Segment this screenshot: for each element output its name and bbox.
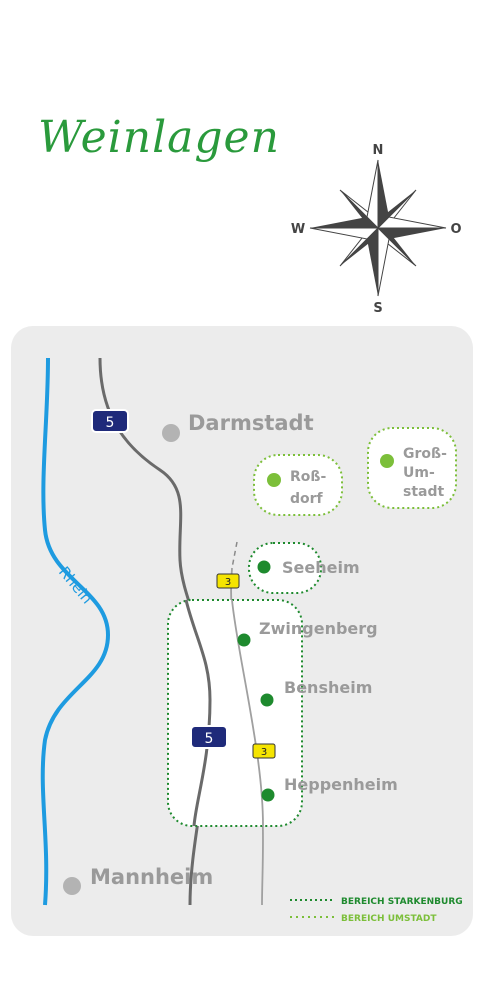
rossdorf-marker — [267, 473, 281, 487]
rossdorf-label-1: Roß- — [290, 469, 326, 485]
bensheim-label: Bensheim — [284, 678, 372, 697]
zwingenberg-marker — [237, 633, 251, 647]
seeheim-label: Seeheim — [282, 558, 360, 577]
zwingenberg-label: Zwingenberg — [259, 619, 378, 638]
motorway-number: 5 — [106, 415, 115, 431]
darmstadt-label: Darmstadt — [188, 411, 314, 435]
motorway-number: 5 — [205, 731, 214, 747]
compass-icon — [309, 159, 447, 297]
compass-north-label: N — [373, 143, 384, 158]
mannheim-label: Mannheim — [90, 865, 213, 889]
gross-umstadt-label-2: Um- — [403, 465, 435, 481]
seeheim-marker — [257, 560, 271, 574]
motorway-shield: 5 — [190, 725, 228, 749]
road-b3-dashed — [231, 541, 238, 569]
compass-west-label: W — [291, 222, 305, 237]
legend-umstadt-label: BEREICH UMSTADT — [341, 914, 437, 924]
seeheim-area — [248, 542, 322, 594]
heppenheim-label: Heppenheim — [284, 775, 398, 794]
mannheim-marker — [63, 877, 81, 895]
legend-starkenburg-label: BEREICH STARKENBURG — [341, 897, 463, 907]
compass-east-label: O — [450, 222, 461, 237]
road-number: 3 — [261, 747, 267, 758]
bereich-starkenburg-area — [167, 599, 303, 827]
rossdorf-area — [253, 454, 343, 516]
motorway-a5-inner — [184, 599, 212, 827]
gross-umstadt-marker — [380, 454, 394, 468]
bensheim-marker — [260, 693, 274, 707]
motorway-shield: 5 — [91, 409, 129, 433]
compass-south-label: S — [373, 301, 382, 316]
rossdorf-label-2: dorf — [290, 491, 324, 507]
gross-umstadt-area — [367, 427, 457, 509]
gross-umstadt-label-1: Groß- — [403, 446, 447, 462]
rhein-river — [40, 357, 111, 906]
road-shield: 3 — [216, 573, 240, 589]
heppenheim-marker — [261, 788, 275, 802]
legend: BEREICH STARKENBURG BEREICH UMSTADT — [290, 897, 463, 924]
page-title: Weinlagen — [38, 112, 280, 163]
gross-umstadt-label-3: stadt — [403, 484, 444, 500]
darmstadt-marker — [162, 424, 180, 442]
road-number: 3 — [225, 577, 231, 588]
road-shield: 3 — [252, 743, 276, 759]
